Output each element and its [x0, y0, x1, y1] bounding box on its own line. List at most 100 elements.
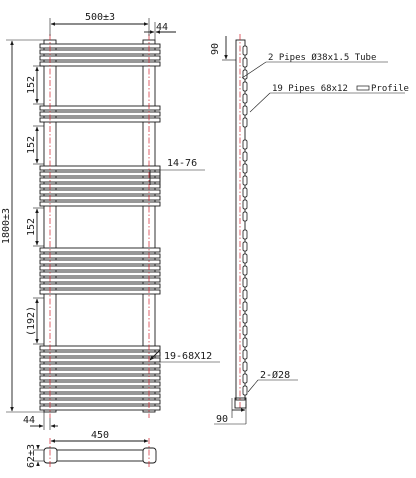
side-bar-profile: [242, 93, 248, 104]
horizontal-bar: [39, 61, 161, 67]
horizontal-bar: [39, 399, 161, 405]
side-bar-profile: [242, 211, 248, 222]
side-bar-profile: [242, 313, 248, 324]
profile-callout-label: 14-76: [167, 158, 197, 169]
horizontal-bar: [39, 105, 161, 111]
gap-dimension-4: (192): [26, 297, 44, 345]
horizontal-bar: [39, 265, 161, 271]
profile-symbol: [356, 85, 370, 91]
horizontal-bar: [39, 55, 161, 61]
bottom-offset-dimension: 44: [23, 412, 58, 430]
gap-1-label: 152: [26, 76, 37, 94]
horizontal-bar: [39, 393, 161, 399]
side-bar-profile: [242, 105, 248, 116]
height-dim-label: 1800±3: [1, 208, 12, 244]
side-bar-profile: [242, 45, 248, 56]
horizontal-bar: [39, 117, 161, 123]
gap-3-label: 152: [26, 218, 37, 236]
side-bar-profile: [242, 187, 248, 198]
horizontal-bar: [39, 369, 161, 375]
front-view: [39, 34, 161, 418]
side-bar-profile: [242, 361, 248, 372]
horizontal-bar: [39, 247, 161, 253]
horizontal-bar: [39, 43, 161, 49]
horizontal-bar: [39, 177, 161, 183]
side-bar-profiles: [242, 45, 248, 396]
gap-dimension-3: 152: [26, 207, 44, 247]
side-bar-profile: [242, 265, 248, 276]
side-bar-profile: [242, 57, 248, 68]
side-bar-profile: [242, 117, 248, 128]
side-bar-profile: [242, 81, 248, 92]
side-bottom-depth-label: 90: [216, 414, 228, 425]
bottom-depth-label: 62±3: [26, 444, 37, 468]
bottom-depth-dimension: 62±3: [26, 444, 44, 468]
horizontal-bar: [39, 189, 161, 195]
gap-dimension-1: 152: [26, 65, 44, 105]
tubes-callout: 2 Pipes Ø38x1.5 Tube: [241, 52, 388, 79]
horizontal-bar: [39, 111, 161, 117]
side-bar-profile: [242, 301, 248, 312]
bottom-view: [43, 438, 157, 468]
side-bar-profile: [242, 373, 248, 384]
connections-callout-label: 2-Ø28: [260, 369, 290, 381]
left-foot: [43, 447, 58, 464]
bottom-body: [48, 449, 152, 462]
side-bar-profile: [242, 229, 248, 240]
tubes-callout-label: 2 Pipes Ø38x1.5 Tube: [268, 52, 376, 63]
horizontal-bar: [39, 183, 161, 189]
width-dim-label: 500±3: [85, 12, 115, 23]
side-bar-profile: [242, 151, 248, 162]
side-view: [234, 34, 248, 410]
side-bar-profile: [242, 163, 248, 174]
side-top-depth-label: 90: [210, 43, 221, 55]
horizontal-bar: [39, 253, 161, 259]
horizontal-bar: [39, 357, 161, 363]
side-bar-profile: [242, 241, 248, 252]
horizontal-bar: [39, 363, 161, 369]
horizontal-bar: [39, 201, 161, 207]
side-bar-profile: [242, 69, 248, 80]
bottom-offset-label: 44: [23, 415, 35, 426]
bars-callout-label: 19-68X12: [164, 351, 212, 362]
profile-bars-callout-label: 19 Pipes 68x12: [272, 84, 348, 94]
horizontal-bar: [39, 345, 161, 351]
horizontal-bar: [39, 49, 161, 55]
side-bar-profile: [242, 349, 248, 360]
horizontal-bar: [39, 387, 161, 393]
horizontal-bar: [39, 381, 161, 387]
side-bar-profile: [242, 199, 248, 210]
width-dimension: 500±3: [49, 12, 150, 36]
height-dimension: 1800±3: [1, 39, 44, 413]
connections-callout: 2-Ø28: [247, 369, 298, 393]
profile-bars-suffix: Profile: [371, 84, 409, 94]
horizontal-bar: [39, 195, 161, 201]
horizontal-bar: [39, 271, 161, 277]
bottom-centers-label: 450: [91, 430, 109, 441]
side-bar-profile: [242, 325, 248, 336]
side-bar-profile: [242, 289, 248, 300]
profile-bars-callout: 19 Pipes 68x12 Profile: [249, 84, 409, 113]
profile-callout: 14-76: [149, 158, 205, 188]
horizontal-bars: [39, 43, 161, 411]
top-offset-dimension: 44: [144, 22, 176, 40]
side-bar-profile: [242, 385, 248, 396]
horizontal-bar: [39, 375, 161, 381]
bottom-connection: [234, 397, 247, 409]
horizontal-bar: [39, 171, 161, 177]
horizontal-bar: [39, 405, 161, 411]
horizontal-bar: [39, 289, 161, 295]
horizontal-bar: [39, 277, 161, 283]
side-bar-profile: [242, 175, 248, 186]
horizontal-bar: [39, 165, 161, 171]
horizontal-bar: [39, 351, 161, 357]
side-top-depth-dimension: 90: [210, 36, 236, 61]
side-bar-profile: [242, 139, 248, 150]
side-bar-profile: [242, 253, 248, 264]
side-bottom-depth-dimension: 90: [214, 398, 247, 425]
gap-2-label: 152: [26, 136, 37, 154]
bars-callout: 19-68X12: [149, 349, 220, 363]
horizontal-bar: [39, 283, 161, 289]
